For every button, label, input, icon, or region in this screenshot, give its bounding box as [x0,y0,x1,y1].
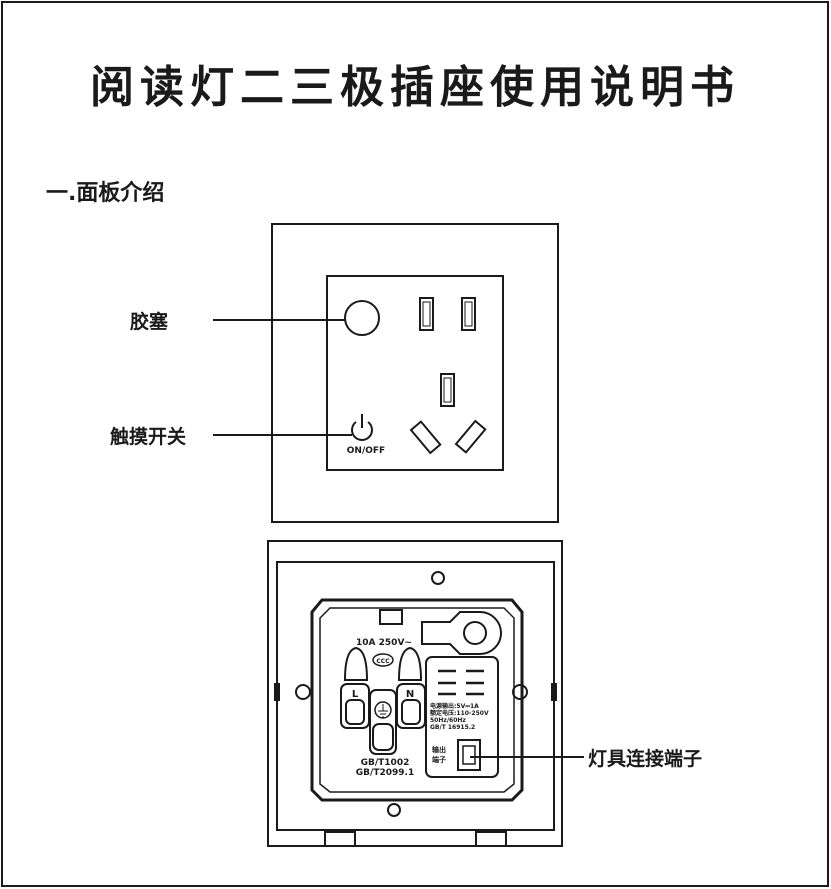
output-label-1: 输出 [432,745,446,754]
standard-text-1: GB/T1002 [361,758,410,768]
rubber-plug [344,300,380,336]
socket-slot [440,373,455,407]
output-terminal [457,739,481,771]
live-label: L [352,689,359,700]
lamp-terminal-label: 灯具连接端子 [588,747,702,770]
plug-label: 胶塞 [130,310,169,333]
switch-label: ON/OFF [347,446,385,456]
ccc-mark [372,653,394,667]
page-title: 阅读灯二三极插座使用说明书 [90,62,740,113]
module-spec-2: 额定电压:110-250V [430,709,489,717]
socket-slot [454,419,487,454]
section-heading: 一.面板介绍 [46,180,164,206]
svg-text:CCC: CCC [376,658,390,665]
socket-slot [419,297,434,331]
rating-text: 10A 250V~ [356,638,412,648]
standard-text-2: GB/T2099.1 [356,768,414,778]
socket-slot [461,297,476,331]
module-spec-3: 50Hz/60Hz [430,717,466,724]
power-icon[interactable] [351,414,373,441]
front-panel: ON/OFF [271,223,559,523]
usb-module: 电源输出:5V⎓1A 额定电压:110-250V 50Hz/60Hz GB/T … [425,656,499,778]
module-spec-1: 电源输出:5V⎓1A [430,702,479,710]
socket-slot [409,420,442,455]
output-label-2: 端子 [432,755,446,764]
module-spec-4: GB/T 16915.2 [430,724,475,731]
back-panel: 10A 250V~ CCC L N GB/T1002 GB/T2099.1 电源… [267,540,563,847]
touch-switch-label: 触摸开关 [110,425,186,448]
ground-icon [374,701,392,719]
neutral-label: N [406,689,414,700]
